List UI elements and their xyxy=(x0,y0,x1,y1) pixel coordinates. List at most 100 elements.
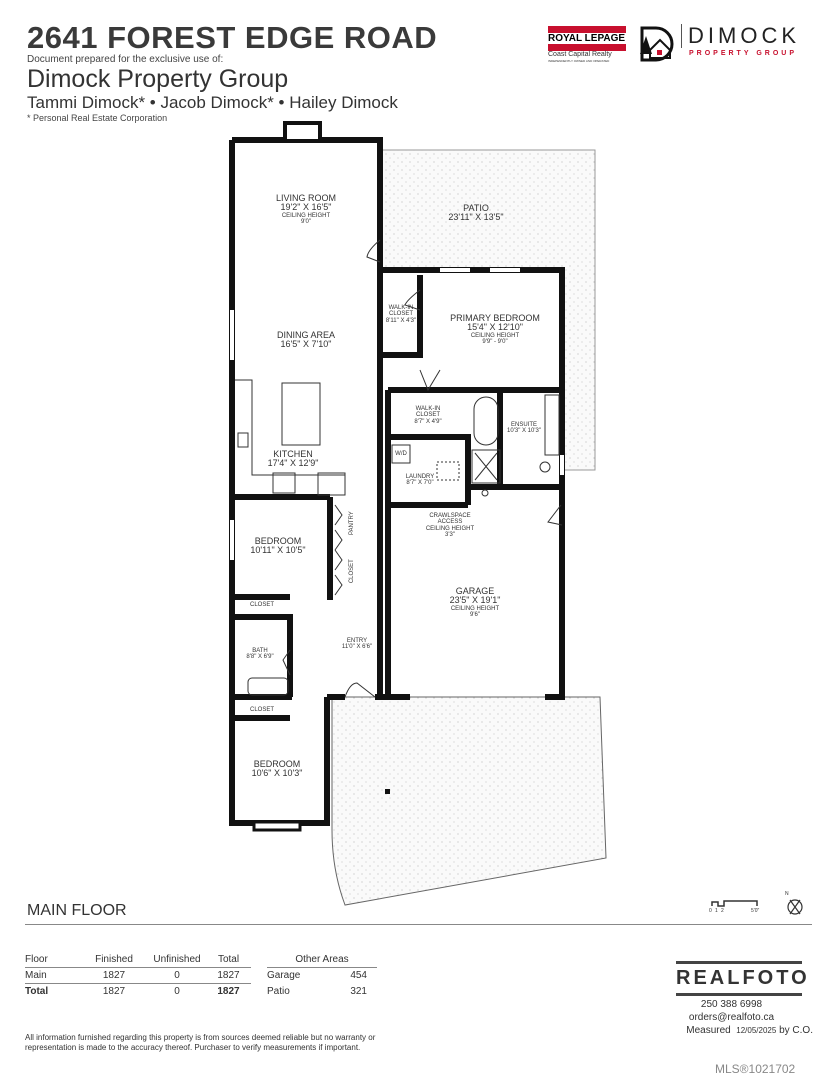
room-dims: 8'8" X 6'9" xyxy=(246,654,274,661)
scale-label-2: 2 xyxy=(721,908,724,914)
other-area-value: 454 xyxy=(350,970,367,982)
mls-number: MLS®1021702 xyxy=(715,1062,796,1076)
other-area-value: 321 xyxy=(350,985,367,997)
measured-label: Measured xyxy=(686,1025,731,1036)
ceiling-label: CEILING HEIGHT xyxy=(281,212,331,219)
north-label: N xyxy=(785,891,789,897)
cell-finished: 1827 xyxy=(102,986,126,997)
table-row: Total 1827 0 1827 Patio 321 xyxy=(25,984,377,1000)
room-name: CLOSET xyxy=(249,707,275,713)
driveway-area xyxy=(331,696,607,906)
door-swings xyxy=(282,239,563,698)
room-bedroom-1: BEDROOM 10'11" X 10'5" xyxy=(250,536,306,556)
realfoto-contact: 250 388 6998 orders@realfoto.ca Measured… xyxy=(650,998,813,1037)
cell-unfinished: 0 xyxy=(174,986,180,997)
dimock-house-logo-icon xyxy=(640,26,674,62)
room-hall-closet: CLOSET xyxy=(349,559,355,583)
room-closet-2: CLOSET xyxy=(250,707,274,713)
room-dims: 23'5" X 19'1" xyxy=(449,595,501,606)
header-finished: Finished xyxy=(80,952,148,968)
cell-unfinished: 0 xyxy=(148,967,206,984)
room-dims: 15'4" X 12'10" xyxy=(467,322,523,333)
ceiling-value: 9'0" xyxy=(301,219,311,226)
royal-lepage-tag: INDEPENDENTLY OWNED AND OPERATED xyxy=(548,59,610,63)
post-marker xyxy=(385,789,390,794)
shower xyxy=(471,449,501,484)
royal-lepage-logo: ROYAL LEPAGE Coast Capital Realty INDEPE… xyxy=(548,26,626,64)
room-dining: DINING AREA 16'5" X 7'10" xyxy=(277,330,335,350)
room-dims: 19'2" X 16'5" xyxy=(280,202,332,213)
room-name: LIVING ROOM xyxy=(275,193,337,203)
room-living: LIVING ROOM 19'2" X 16'5" CEILING HEIGHT… xyxy=(275,193,337,226)
header-unfinished: Unfinished xyxy=(148,952,206,968)
cell-floor: Total xyxy=(25,986,49,997)
stove xyxy=(272,472,296,494)
room-name: KITCHEN xyxy=(273,449,313,459)
room-name: CRAWLSPACE xyxy=(429,513,471,519)
ceiling-label: CEILING HEIGHT xyxy=(425,525,475,532)
divider xyxy=(25,924,812,925)
ceiling-value: 9'9" - 9'0" xyxy=(482,339,508,346)
scale-label-1: 1 xyxy=(715,908,718,914)
room-dims: 10'11" X 10'5" xyxy=(250,545,306,556)
ceiling-label: CEILING HEIGHT xyxy=(470,332,520,339)
other-area-name: Patio xyxy=(267,985,290,997)
realfoto-phone: 250 388 6998 xyxy=(700,999,763,1010)
property-title: 2641 FOREST EDGE ROAD xyxy=(27,20,438,55)
scale-bar xyxy=(711,900,758,907)
royal-lepage-name: ROYAL LEPAGE xyxy=(548,33,626,44)
room-name: W/D xyxy=(395,451,407,457)
room-dims: 23'11" X 13'5" xyxy=(448,212,504,223)
realfoto-email: orders@realfoto.ca xyxy=(688,1012,775,1023)
royal-lepage-sub: Coast Capital Realty xyxy=(548,51,612,58)
other-area-name: Garage xyxy=(267,970,301,982)
kitchen-island xyxy=(281,382,321,446)
cell-total: 1827 xyxy=(217,986,240,997)
dimock-logo-text: DIMOCK xyxy=(681,24,800,48)
room-dims: 10'3" X 10'3" xyxy=(507,428,541,435)
room-walkin-closet-2: WALK-IN CLOSET 8'7" X 4'9" xyxy=(414,406,441,425)
fixtures xyxy=(235,379,560,696)
measured-date: 12/05/2025 xyxy=(736,1026,777,1035)
room-bath: BATH 8'8" X 6'9" xyxy=(246,648,273,661)
room-name: PRIMARY BEDROOM xyxy=(450,313,540,323)
header-total: Total xyxy=(206,952,251,968)
group-name: Dimock Property Group xyxy=(27,65,289,93)
room-name: CLOSET xyxy=(348,559,355,584)
room-dims: 16'5" X 7'10" xyxy=(280,339,332,350)
ceiling-value: 3'3" xyxy=(445,531,455,538)
room-name-2: CLOSET xyxy=(388,311,414,318)
cell-floor: Main xyxy=(25,967,80,984)
room-primary-bedroom: PRIMARY BEDROOM 15'4" X 12'10" CEILING H… xyxy=(450,313,540,346)
room-dims: 8'7" X 7'0" xyxy=(406,480,434,487)
room-closet-1: CLOSET xyxy=(250,602,274,608)
room-name: WALK-IN xyxy=(388,305,414,311)
room-name: BEDROOM xyxy=(254,536,302,546)
scale-label-0: 0 xyxy=(709,908,712,914)
ceiling-value: 9'6" xyxy=(470,612,480,619)
fireplace xyxy=(283,121,322,143)
room-dims: 11'0" X 6'6" xyxy=(341,644,373,651)
floor-label: MAIN FLOOR xyxy=(27,902,127,919)
room-ensuite: ENSUITE 10'3" X 10'3" xyxy=(507,422,541,435)
realfoto-name: REALFOTO xyxy=(676,967,810,989)
header-floor: Floor xyxy=(25,952,80,968)
cell-finished: 1827 xyxy=(80,967,148,984)
measured-by: by C.O. xyxy=(779,1025,813,1036)
room-bedroom-2: BEDROOM 10'6" X 10'3" xyxy=(252,759,303,779)
room-patio: PATIO 23'11" X 13'5" xyxy=(448,203,504,223)
areas-table: Floor Finished Unfinished Total Other Ar… xyxy=(25,952,377,999)
room-name: GARAGE xyxy=(455,586,495,596)
scale-label-5ft: 5'0" xyxy=(751,908,760,914)
room-name: WALK-IN xyxy=(415,406,441,412)
table-row: Main 1827 0 1827 Garage 454 xyxy=(25,967,377,984)
realfoto-logo: REALFOTO xyxy=(676,961,810,996)
room-garage: GARAGE 23'5" X 19'1" CEILING HEIGHT 9'6" xyxy=(449,586,501,619)
header-other-areas: Other Areas xyxy=(267,952,377,968)
room-laundry: LAUNDRY 8'7" X 7'0" xyxy=(406,474,435,487)
windows xyxy=(230,268,564,560)
room-name: ENTRY xyxy=(346,638,368,644)
bay-window xyxy=(252,820,302,832)
room-name: PANTRY xyxy=(348,511,355,536)
room-name: BEDROOM xyxy=(253,759,301,769)
